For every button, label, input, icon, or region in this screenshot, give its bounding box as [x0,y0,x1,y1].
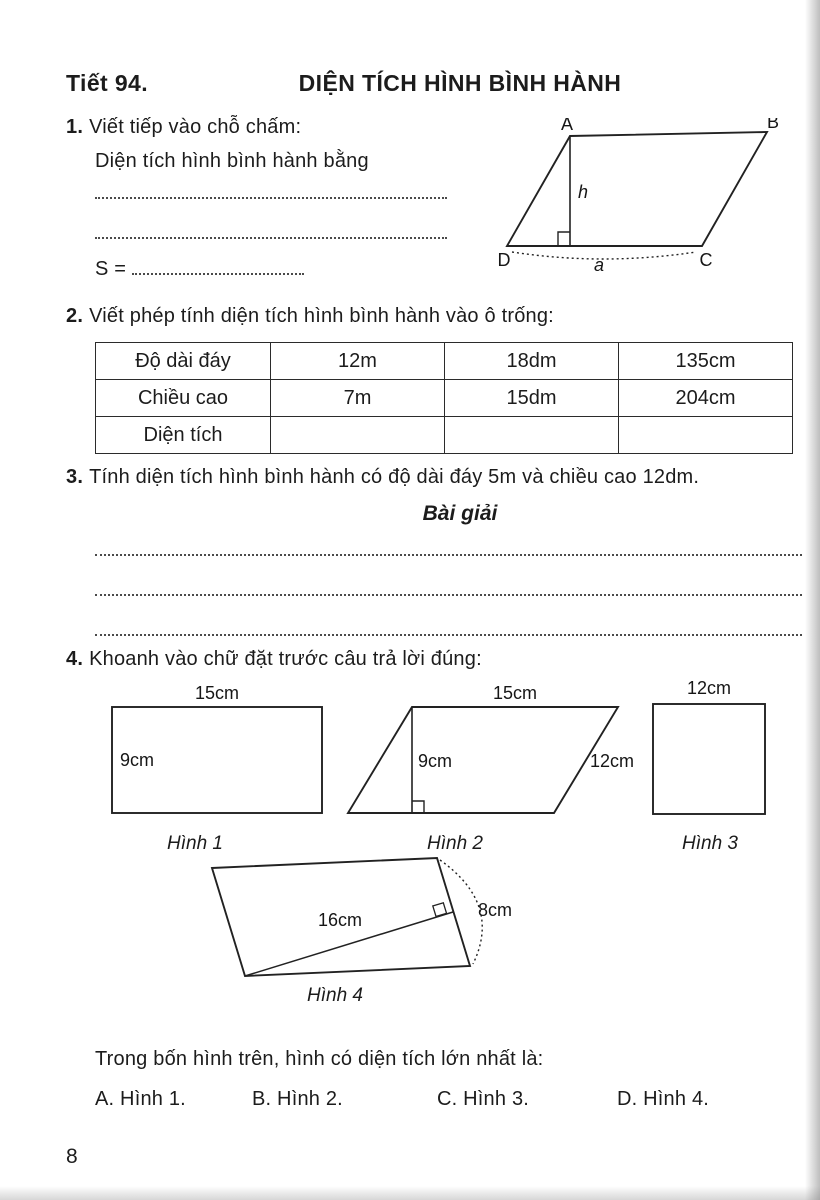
parallelogram-outline [210,857,472,977]
s-equals-label: S = [95,258,132,280]
table-cell: 135cm [618,342,793,380]
answer-option-d: D. Hình 4. [617,1088,710,1110]
page-title: DIỆN TÍCH HÌNH BÌNH HÀNH [298,70,622,96]
figure-2-parallelogram: 15cm 9cm 12cm [346,683,634,814]
height-dotted-arc [439,859,483,965]
base-dotted-arc [511,251,697,260]
table-cell: 15dm [444,379,619,417]
figure-3-caption: Hình 3 [682,833,738,854]
height-label: h [578,182,588,202]
parallelogram-outline [505,131,769,247]
answer-option-c: C. Hình 3. [437,1088,530,1110]
page-edge-shadow [805,0,820,1200]
q1-formula-row: S = [95,258,304,281]
answer-line [95,620,802,636]
q2-prompt: Viết phép tính diện tích hình bình hành … [89,305,554,327]
figure-2-caption: Hình 2 [427,833,483,854]
answer-line [95,183,447,199]
figure-4-parallelogram: 16cm 8cm [210,857,512,977]
rectangle-outline [111,706,323,814]
table-cell: 18dm [444,342,619,380]
q2-table: Độ dài đáy 12m 18dm 135cm Chiều cao 7m 1… [95,342,793,454]
fig1-height-label: 9cm [120,750,154,770]
fig2-side-label: 12cm [590,751,634,771]
answer-option-b: B. Hình 2. [252,1088,343,1110]
figure-1-caption: Hình 1 [167,833,223,854]
question-3-heading: 3.Tính diện tích hình bình hành có độ dà… [66,466,699,489]
vertex-c-label: C [700,250,713,270]
answer-line [95,580,802,596]
solution-heading: Bài giải [422,502,498,525]
right-angle-mark [557,231,570,246]
right-angle-mark [412,800,425,813]
fig2-height-label: 9cm [418,751,452,771]
table-cell: 7m [270,379,445,417]
base-line [244,911,454,977]
figure-4-caption: Hình 4 [307,985,363,1006]
question-1-heading: 1.Viết tiếp vào chỗ chấm: [66,116,301,139]
q4-number: 4. [66,648,84,670]
table-row: Chiều cao 7m 15dm 204cm [95,379,793,417]
answer-option-a: A. Hình 1. [95,1088,186,1110]
q1-number: 1. [66,116,84,138]
table-row: Độ dài đáy 12m 18dm 135cm [95,342,793,380]
question-2-heading: 2.Viết phép tính diện tích hình bình hàn… [66,305,554,328]
fig4-height-label: 8cm [478,900,512,920]
row-header: Chiều cao [95,379,271,417]
row-header: Diện tích [95,416,271,454]
square-outline [652,703,766,815]
figure-1-rectangle: 15cm 9cm [111,683,323,814]
answer-line [95,540,802,556]
fig1-width-label: 15cm [195,683,239,703]
answer-line [95,223,447,239]
empty-cell [444,416,619,454]
page-bottom-shadow [0,1186,820,1200]
vertex-b-label: B [767,118,779,132]
q2-number: 2. [66,305,84,327]
vertex-d-label: D [498,250,511,270]
base-label: a [594,255,604,275]
fig3-side-label: 12cm [687,678,731,698]
q4-prompt: Khoanh vào chữ đặt trước câu trả lời đún… [89,648,482,670]
parallelogram-figure: A B C D h a [498,118,780,275]
answer-line [131,260,304,275]
vertex-a-label: A [561,118,573,134]
page-number: 8 [66,1145,78,1168]
row-header: Độ dài đáy [95,342,271,380]
table-cell: 12m [270,342,445,380]
question-4-heading: 4.Khoanh vào chữ đặt trước câu trả lời đ… [66,648,482,671]
table-cell: 204cm [618,379,793,417]
lesson-number: Tiết 94. [66,70,149,96]
empty-cell [618,416,793,454]
empty-cell [270,416,445,454]
fig4-base-label: 16cm [318,910,362,930]
figure-3-square: 12cm [652,678,766,815]
table-row: Diện tích [95,416,793,454]
q1-prompt: Viết tiếp vào chỗ chấm: [89,116,302,138]
q3-prompt: Tính diện tích hình bình hành có độ dài … [89,466,700,488]
right-angle-mark [431,901,448,918]
q3-number: 3. [66,466,84,488]
parallelogram-outline [346,706,620,814]
fig2-base-label: 15cm [493,683,537,703]
q1-statement: Diện tích hình bình hành bằng [95,150,369,172]
q4-final-question: Trong bốn hình trên, hình có diện tích l… [95,1048,544,1070]
